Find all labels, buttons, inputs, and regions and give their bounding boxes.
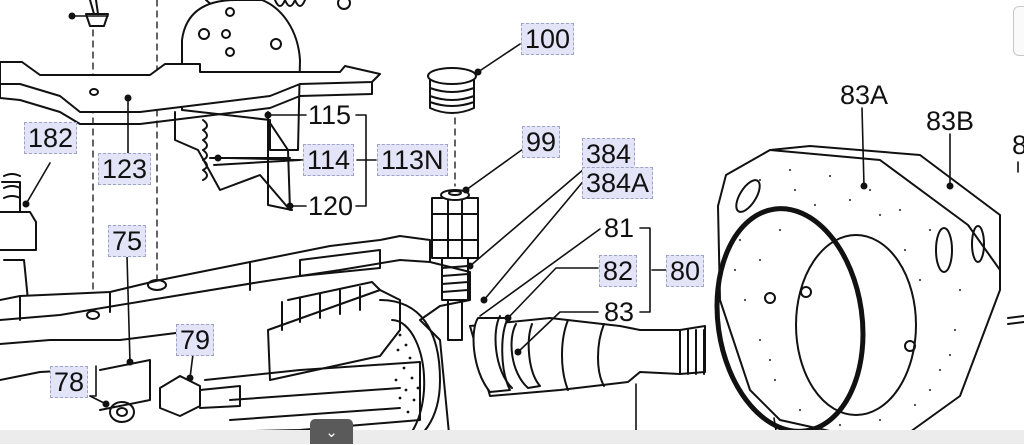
- top-spring-parts: [85, 0, 351, 27]
- callout-182: 182: [24, 122, 78, 154]
- chevron-down-icon: ⌄: [325, 423, 338, 441]
- callout-113n: 113N: [377, 144, 448, 176]
- dotted-seal-fill: [394, 333, 420, 414]
- callout-120: 120: [308, 191, 354, 221]
- callout-99: 99: [522, 126, 561, 158]
- callout-80: 80: [666, 255, 705, 287]
- callout-123: 123: [98, 153, 152, 185]
- callout-78: 78: [50, 366, 89, 398]
- fitting-99: [431, 189, 479, 341]
- main-housing: [0, 235, 471, 444]
- side-tab-icon[interactable]: [1013, 6, 1024, 56]
- leader-dots: [22, 12, 954, 408]
- gasket-texture: [733, 168, 962, 432]
- seal-rings: [472, 315, 541, 393]
- callout-384a: 384A: [582, 167, 654, 199]
- callout-81: 81: [604, 213, 635, 243]
- callout-82: 82: [599, 255, 638, 287]
- callout-115: 115: [308, 100, 352, 130]
- callout-83a: 83A: [840, 80, 889, 110]
- callout-75: 75: [108, 225, 147, 257]
- callout-384: 384: [582, 138, 636, 170]
- bottom-toolbar: [0, 430, 1024, 444]
- callout-79: 79: [176, 324, 215, 356]
- left-fitting: [0, 173, 37, 301]
- callout-100: 100: [521, 23, 575, 55]
- collapse-button[interactable]: ⌄: [310, 419, 353, 444]
- callout-83: 83: [604, 297, 635, 327]
- cap-100: [427, 67, 477, 114]
- leader-lines: [25, 15, 1019, 444]
- right-bolt: [1007, 315, 1024, 325]
- bracket-plate: [0, 61, 381, 125]
- callout-83b: 83B: [926, 106, 975, 136]
- callout-114: 114: [303, 144, 355, 176]
- callout-8-partial: 8: [1012, 130, 1024, 160]
